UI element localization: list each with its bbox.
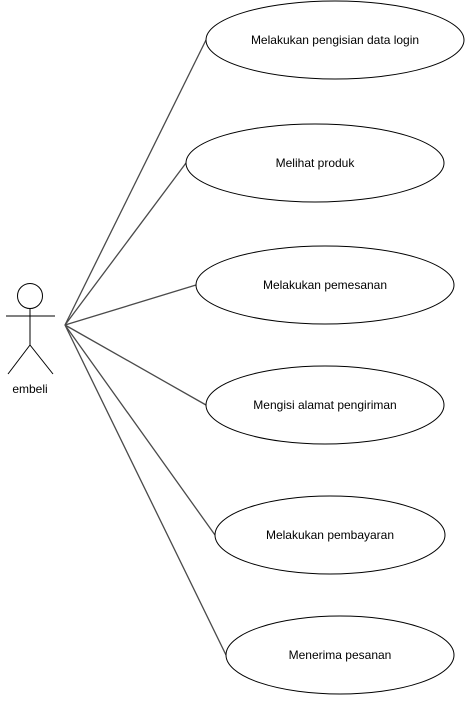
association-line-melihat-produk — [64, 162, 187, 326]
use-case-ellipse — [205, 365, 445, 445]
association-line-pemesanan — [64, 284, 197, 326]
actor[interactable]: embeli — [6, 283, 55, 397]
use-case-ellipse — [225, 615, 455, 695]
use-case-alamat-pengiriman[interactable]: Mengisi alamat pengiriman — [205, 365, 445, 445]
use-case-melihat-produk[interactable]: Melihat produk — [185, 123, 445, 203]
use-case-ellipse — [185, 123, 445, 203]
actor-right-leg — [29, 344, 54, 375]
use-case-label: Mengisi alamat pengiriman — [253, 398, 396, 412]
associations — [64, 39, 227, 656]
use-case-ellipse — [214, 495, 446, 575]
actor-label: embeli — [12, 382, 47, 396]
use-case-login[interactable]: Melakukan pengisian data login — [205, 0, 465, 80]
actor-head — [17, 283, 43, 309]
actor-left-leg — [7, 344, 31, 375]
association-line-menerima — [64, 324, 227, 656]
use-case-ellipse — [195, 245, 455, 325]
use-case-label: Melakukan pemesanan — [263, 278, 387, 292]
use-case-ellipse — [205, 0, 465, 80]
use-case-label: Menerima pesanan — [289, 648, 392, 662]
use-case-pembayaran[interactable]: Melakukan pembayaran — [214, 495, 446, 575]
use-case-label: Melakukan pembayaran — [266, 528, 394, 542]
association-line-alamat — [64, 324, 207, 406]
use-case-label: Melihat produk — [276, 156, 356, 170]
use-case-menerima-pesanan[interactable]: Menerima pesanan — [225, 615, 455, 695]
use-case-pemesanan[interactable]: Melakukan pemesanan — [195, 245, 455, 325]
association-line-login — [64, 39, 207, 326]
use-case-label: Melakukan pengisian data login — [251, 33, 419, 47]
association-line-pembayaran — [64, 324, 216, 536]
